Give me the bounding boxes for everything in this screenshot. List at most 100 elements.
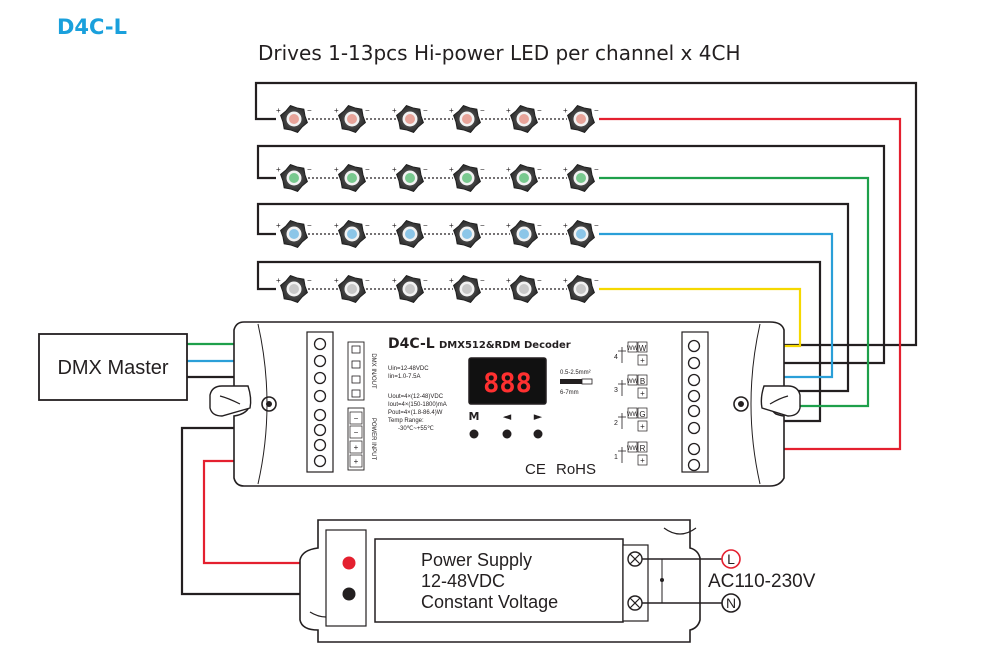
spec-input-2: Iin=1.0-7.5A (388, 374, 421, 380)
decoder-device: DMX IN/OUT −−++ POWER INPUT D4C-L DMX512… (209, 321, 801, 487)
dc-plus-terminal (342, 556, 356, 570)
led-plus-sign: + (276, 106, 281, 115)
led-minus-sign: − (537, 165, 542, 174)
led-plus-sign: + (506, 276, 511, 285)
connector-icon (351, 375, 361, 384)
led-emitter: +− (276, 105, 338, 133)
led-plus-sign: + (392, 276, 397, 285)
channel-letter: B (640, 377, 645, 386)
terminal-screw (687, 373, 701, 387)
led-plus-sign: + (449, 106, 454, 115)
rohs-mark: RoHS (556, 461, 596, 478)
led-strings: +−+−+−+−+−+−+−+−+−+−+−+−+−+−+−+−+−+−+−+−… (276, 105, 599, 303)
menu-button[interactable] (469, 429, 479, 439)
led-emitter: +− (449, 220, 510, 248)
led-emitter: +− (449, 275, 510, 303)
led-plus-sign: + (276, 165, 281, 174)
led-minus-sign: − (594, 276, 599, 285)
led-minus-sign: − (480, 165, 485, 174)
wire-ch1-positive (254, 81, 918, 347)
led-plus-sign: + (506, 221, 511, 230)
spec-output-2: Iout=4×(150-1800)mA (388, 402, 447, 408)
spec-output-4: Temp Range: (388, 418, 424, 424)
led-plus-sign: + (334, 221, 339, 230)
channel-letter: G (639, 410, 645, 419)
left-button[interactable] (502, 429, 512, 439)
led-emitter: +− (563, 105, 599, 133)
channel-letter: W (639, 344, 647, 353)
led-minus-sign: − (307, 276, 312, 285)
terminal-screw (313, 438, 327, 452)
led-minus-sign: − (423, 276, 428, 285)
terminal-screw (313, 408, 327, 422)
led-emitter: +− (276, 220, 338, 248)
led-emitter: +− (449, 105, 510, 133)
led-plus-sign: + (449, 276, 454, 285)
led-minus-sign: − (365, 276, 370, 285)
led-plus-sign: + (334, 165, 339, 174)
led-emitter: +− (506, 164, 567, 192)
channel-number: 4 (614, 354, 618, 361)
channel-plus-sign: + (640, 422, 645, 431)
channel-plus-sign: + (640, 389, 645, 398)
led-minus-sign: − (365, 106, 370, 115)
terminal-screw (687, 339, 701, 353)
led-minus-sign: − (537, 276, 542, 285)
dmx-master-label: DMX Master (57, 357, 168, 379)
dmx-in-out-label: DMX IN/OUT (370, 353, 376, 389)
ac-input-label: AC110-230V (708, 571, 816, 592)
terminal-screw (313, 389, 327, 403)
led-minus-sign: − (423, 106, 428, 115)
led-emitter: +− (392, 220, 453, 248)
terminal-screw (687, 356, 701, 370)
led-minus-sign: − (365, 221, 370, 230)
left-button-label: ◄ (503, 410, 512, 423)
led-emitter: +− (392, 275, 453, 303)
channel-small-label: WW (627, 446, 639, 452)
led-emitter: +− (563, 275, 599, 303)
led-plus-sign: + (449, 165, 454, 174)
led-emitter: +− (506, 275, 567, 303)
power-terminal-sign: − (354, 428, 359, 437)
led-plus-sign: + (506, 106, 511, 115)
wire-ch2-positive (256, 144, 886, 365)
led-plus-sign: + (392, 165, 397, 174)
led-emitter: +− (334, 275, 396, 303)
terminal-screw (687, 421, 701, 435)
terminal-screw (313, 454, 327, 468)
spec-input-1: Uin=12-48VDC (388, 366, 429, 372)
psu-title: Power Supply (421, 550, 532, 570)
channel-plus-sign: + (640, 456, 645, 465)
led-minus-sign: − (537, 106, 542, 115)
channel-letter: R (640, 444, 646, 453)
power-supply: Power Supply 12-48VDC Constant Voltage L… (299, 519, 816, 643)
spec-output-1: Uout=4×(12-48)VDC (388, 394, 444, 400)
spec-output-3: Pout=4×(1.8-86.4)W (388, 410, 443, 416)
spec-output-5: -30℃~+55℃ (398, 426, 434, 432)
led-emitter: +− (276, 164, 338, 192)
right-button[interactable] (533, 429, 543, 439)
wire-gauge-label: 0.5-2.5mm² (560, 370, 591, 376)
terminal-screw (313, 354, 327, 368)
psu-voltage: 12-48VDC (421, 571, 505, 591)
led-plus-sign: + (334, 276, 339, 285)
terminal-screw (313, 371, 327, 385)
led-emitter: +− (506, 220, 567, 248)
live-label: L (727, 551, 735, 567)
led-emitter: +− (563, 220, 599, 248)
device-name: DMX512&RDM Decoder (439, 340, 571, 351)
power-terminal-sign: + (354, 443, 359, 452)
led-emitter: +− (392, 105, 453, 133)
neutral-symbol (721, 593, 741, 613)
led-emitter: +− (563, 164, 599, 192)
led-plus-sign: + (563, 221, 568, 230)
led-minus-sign: − (594, 106, 599, 115)
led-emitter: +− (506, 105, 567, 133)
led-minus-sign: − (480, 106, 485, 115)
led-minus-sign: − (307, 221, 312, 230)
terminal-screw (687, 442, 701, 456)
channel-plus-sign: + (640, 356, 645, 365)
